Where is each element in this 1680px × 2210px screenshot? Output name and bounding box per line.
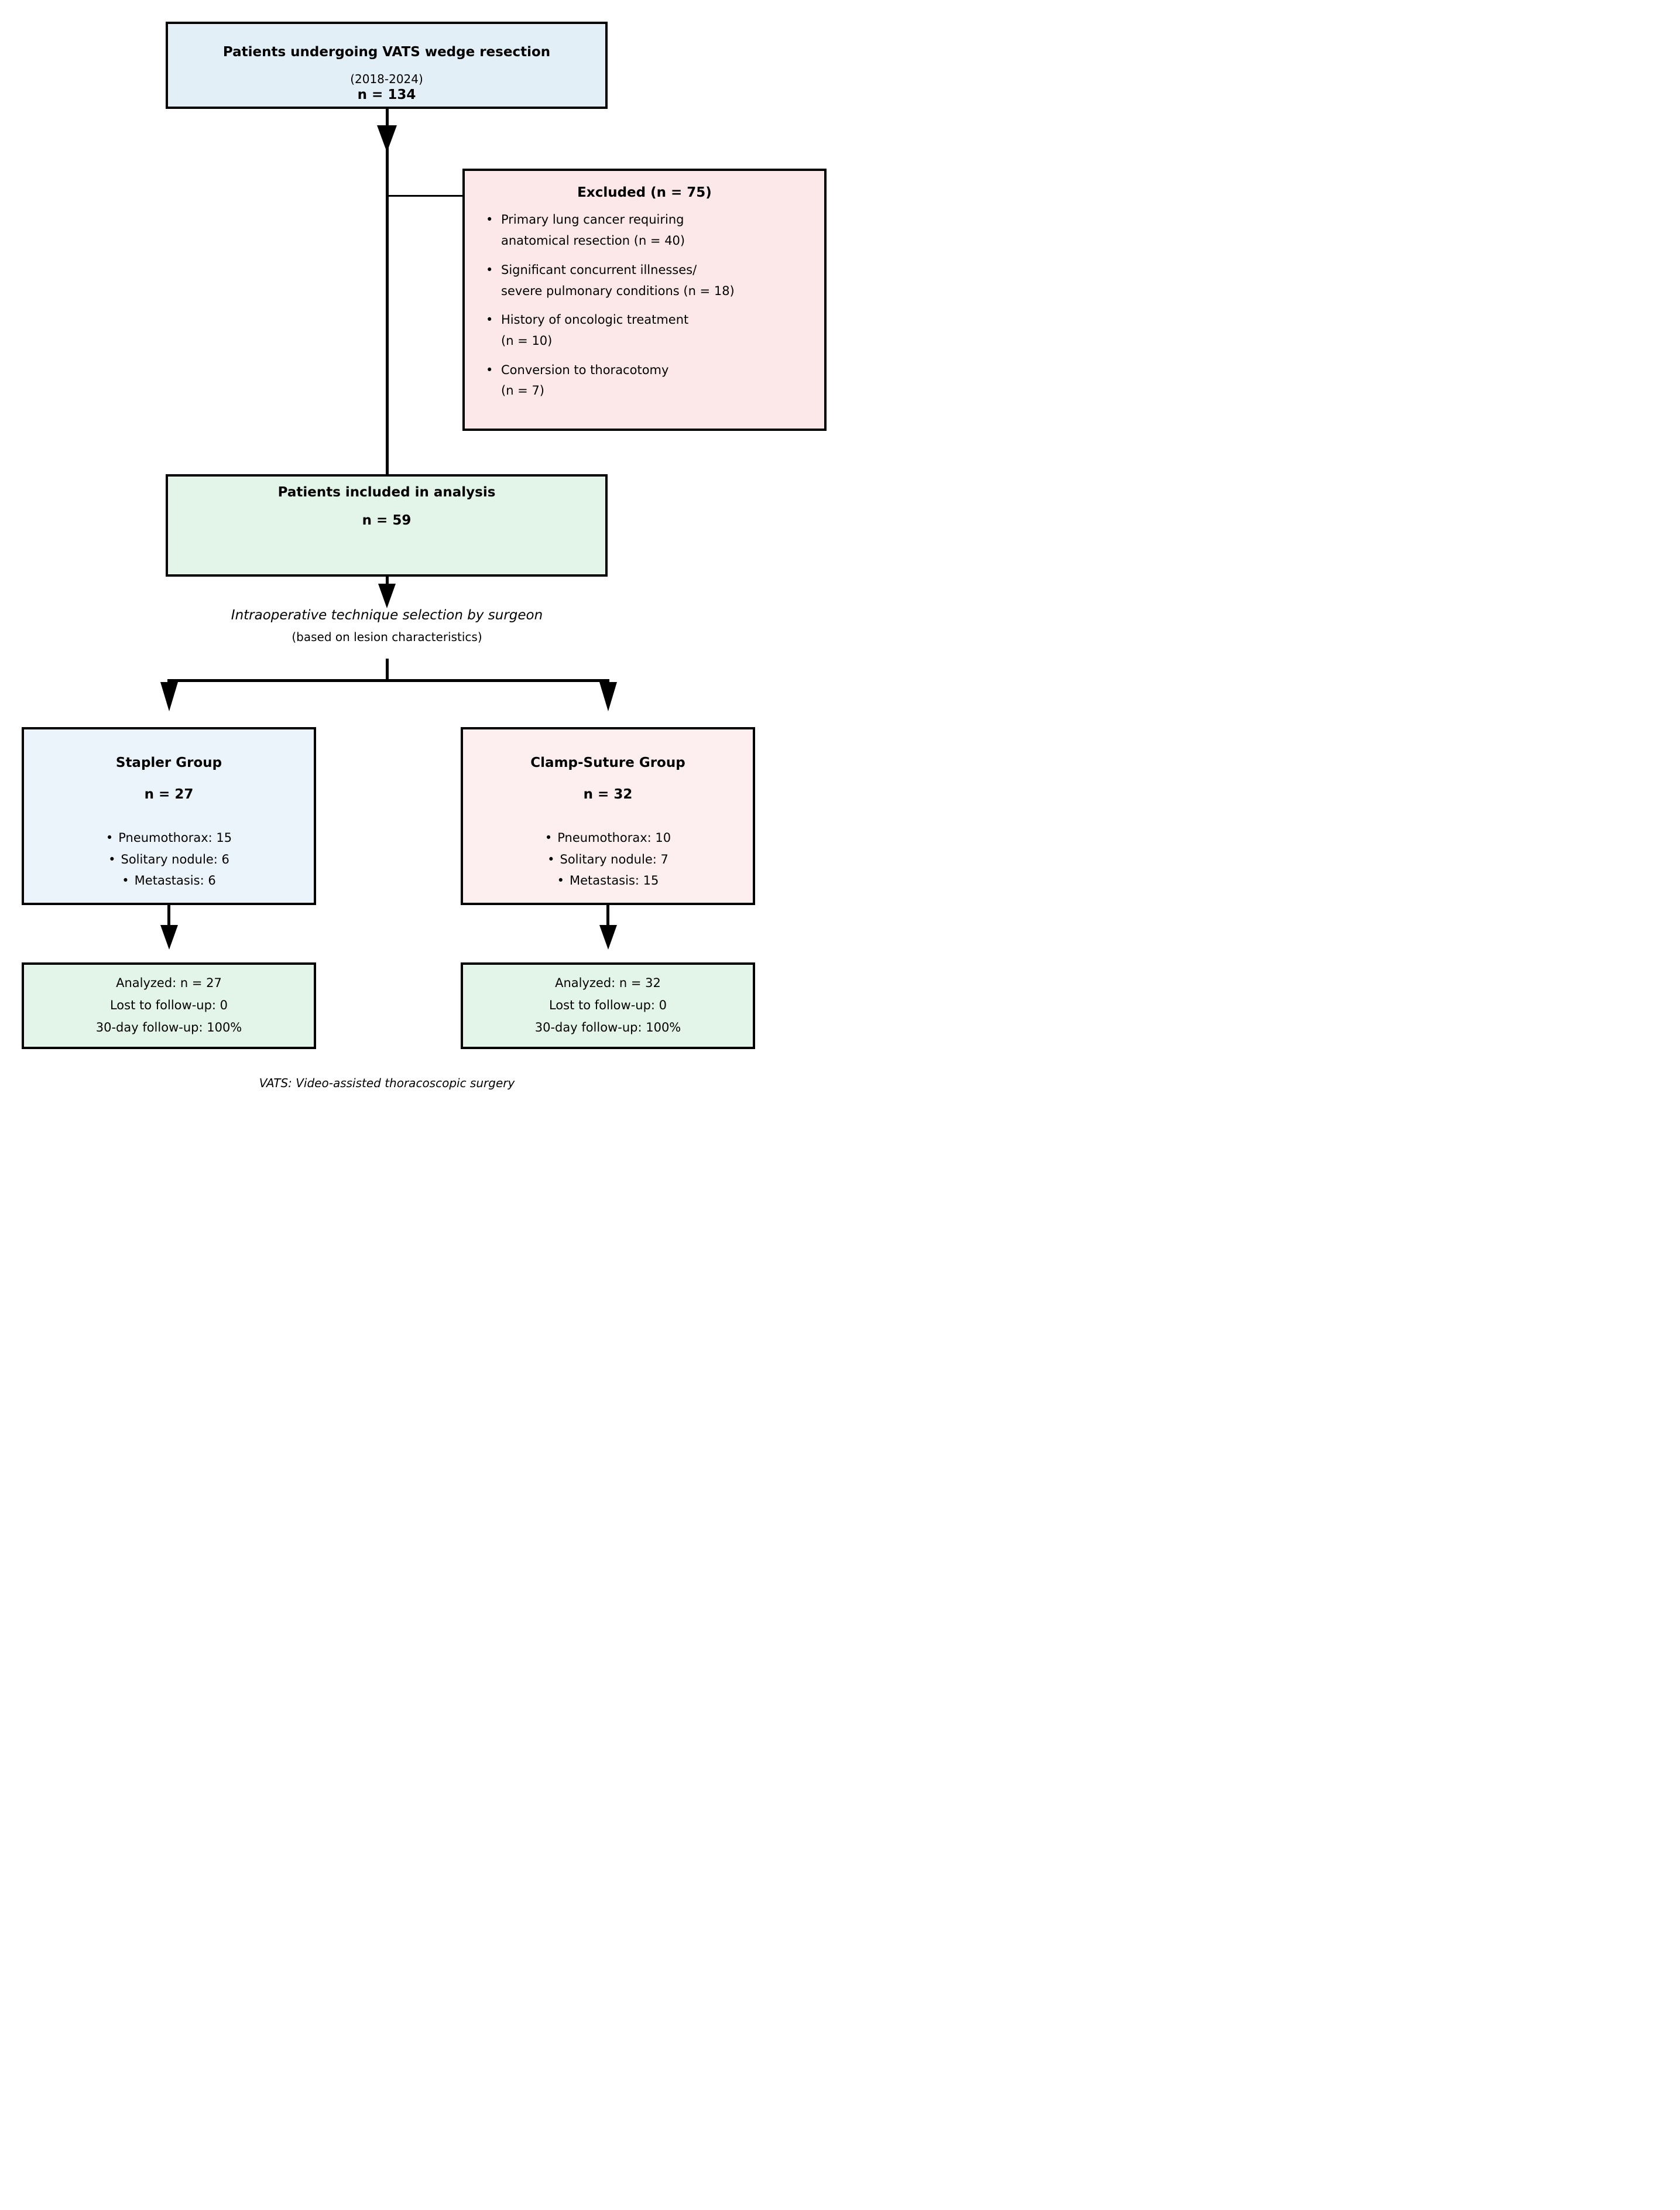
excluded-item-text: History of oncologic treatment (n = 10): [501, 313, 689, 348]
excluded-item: • History of oncologic treatment (n = 10…: [486, 310, 814, 351]
stapler-group-item: • Metastasis: 6: [106, 870, 232, 892]
arrowhead-down-included: [378, 584, 396, 608]
included-box: Patients included in analysis n = 59: [166, 474, 608, 577]
clamp-outcome-line: Lost to follow-up: 0: [548, 998, 667, 1013]
enrollment-period: (2018-2024): [350, 72, 423, 87]
clamp-group-item-text: Pneumothorax: 10: [557, 830, 671, 845]
excluded-title: Excluded (n = 75): [577, 185, 712, 200]
arrowhead-down-clamp: [599, 925, 617, 950]
bullet-icon: •: [486, 313, 493, 327]
clamp-group-item: • Metastasis: 15: [545, 870, 671, 892]
clamp-group-item-text: Metastasis: 15: [570, 873, 659, 888]
selection-note-line2: (based on lesion characteristics): [292, 630, 482, 644]
connector-included-to-note: [386, 577, 389, 585]
bullet-icon: •: [486, 213, 493, 227]
excluded-item-text: Primary lung cancer requiring anatomical…: [501, 213, 685, 248]
stapler-group-count: n = 27: [144, 787, 194, 803]
stapler-outcome-line: Analyzed: n = 27: [116, 976, 222, 991]
stapler-group-item-text: Pneumothorax: 15: [118, 830, 232, 845]
clamp-outcome-box: Analyzed: n = 32 Lost to follow-up: 0 30…: [461, 962, 755, 1049]
stapler-group-item-text: Metastasis: 6: [134, 873, 216, 888]
bullet-icon: •: [122, 873, 129, 888]
stapler-group-list: •Pneumothorax: 15 •Solitary nodule: 6 •M…: [106, 827, 232, 892]
connector-clamp-to-outcome: [606, 905, 609, 926]
arrowhead-down-top: [377, 125, 397, 152]
enrollment-count: n = 134: [357, 87, 416, 103]
connector-to-excluded: [387, 195, 463, 197]
abbreviation-footnote: VATS: Video-assisted thoracoscopic surge…: [259, 1076, 515, 1090]
excluded-box: Excluded (n = 75) • Primary lung cancer …: [462, 169, 827, 431]
consort-flow-diagram: Patients undergoing VATS wedge resection…: [0, 0, 840, 1105]
stapler-group-item-text: Solitary nodule: 6: [121, 852, 229, 866]
stapler-group-item: • Pneumothorax: 15: [106, 827, 232, 849]
excluded-list: • Primary lung cancer requiring anatomic…: [465, 210, 824, 402]
included-count: n = 59: [362, 513, 412, 529]
stapler-outcome-box: Analyzed: n = 27 Lost to follow-up: 0 30…: [22, 962, 316, 1049]
stapler-group-box: Stapler Group n = 27 •Pneumothorax: 15 •…: [22, 727, 316, 905]
clamp-group-list: •Pneumothorax: 10 •Solitary nodule: 7 •M…: [545, 827, 671, 892]
bullet-icon: •: [105, 830, 114, 845]
stapler-outcome-line: Lost to follow-up: 0: [109, 998, 228, 1013]
excluded-item: • Significant concurrent illnesses/ seve…: [486, 260, 814, 301]
clamp-group-count: n = 32: [583, 787, 633, 803]
bullet-icon: •: [544, 830, 553, 845]
excluded-item: • Primary lung cancer requiring anatomic…: [486, 210, 814, 251]
selection-note-line1: Intraoperative technique selection by su…: [231, 608, 543, 623]
bullet-icon: •: [557, 873, 564, 888]
bullet-icon: •: [486, 262, 493, 277]
excluded-item-text: Conversion to thoracotomy (n = 7): [501, 362, 669, 398]
arrowhead-down-stapler: [160, 925, 178, 950]
enrollment-box: Patients undergoing VATS wedge resection…: [166, 22, 608, 109]
split-line: [167, 679, 609, 682]
bullet-icon: •: [486, 362, 493, 377]
excluded-item: • Conversion to thoracotomy (n = 7): [486, 360, 814, 402]
included-title: Patients included in analysis: [277, 485, 496, 500]
clamp-group-box: Clamp-Suture Group n = 32 •Pneumothorax:…: [461, 727, 755, 905]
clamp-group-item-text: Solitary nodule: 7: [560, 852, 668, 866]
enrollment-title: Patients undergoing VATS wedge resection: [222, 44, 551, 60]
excluded-item-text: Significant concurrent illnesses/ severe…: [501, 262, 735, 298]
stapler-outcome-line: 30-day follow-up: 100%: [95, 1020, 242, 1034]
clamp-group-title: Clamp-Suture Group: [530, 755, 685, 770]
clamp-outcome-line: Analyzed: n = 32: [555, 976, 661, 991]
bullet-icon: •: [108, 852, 116, 866]
clamp-group-item: • Pneumothorax: 10: [545, 827, 671, 849]
arrowhead-down-left-branch: [160, 682, 178, 711]
connector-note-to-split: [386, 659, 389, 679]
arrowhead-down-right-branch: [599, 682, 617, 711]
stapler-group-title: Stapler Group: [115, 755, 222, 770]
connector-top-to-included: [386, 109, 389, 474]
stapler-group-item: • Solitary nodule: 6: [106, 849, 232, 871]
bullet-icon: •: [547, 852, 555, 866]
connector-stapler-to-outcome: [167, 905, 170, 926]
clamp-outcome-line: 30-day follow-up: 100%: [534, 1020, 681, 1034]
clamp-group-item: • Solitary nodule: 7: [545, 849, 671, 871]
